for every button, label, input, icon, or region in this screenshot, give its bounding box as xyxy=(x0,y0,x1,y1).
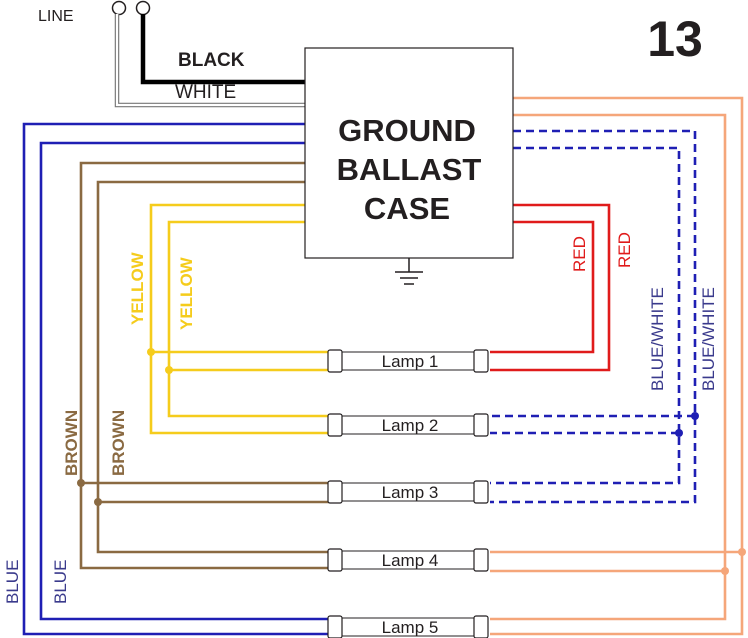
line-terminal-white xyxy=(111,0,127,16)
lamp-label: Lamp 3 xyxy=(382,483,439,502)
line-label: LINE xyxy=(38,8,74,25)
orange-junction-2 xyxy=(721,567,729,575)
yellow-junction-1 xyxy=(147,348,155,356)
black-label: BLACK xyxy=(178,50,245,71)
blue-white-wire-inner xyxy=(490,146,681,485)
ballast-line-3: CASE xyxy=(364,191,450,226)
lamp-3: Lamp 3 xyxy=(327,480,489,504)
yellow-label-2: YELLOW xyxy=(177,256,196,330)
diagram-number: 13 xyxy=(647,11,703,67)
blue-wire-outer xyxy=(22,122,330,636)
lamp-right-cap xyxy=(473,615,489,638)
red-label-1: RED xyxy=(570,236,589,272)
blue-wire-inner xyxy=(39,141,330,621)
orange-junction-1 xyxy=(738,548,746,556)
lamp-4: Lamp 4 xyxy=(327,548,489,572)
brown-junction-2 xyxy=(94,498,102,506)
lamp-label: Lamp 5 xyxy=(382,618,439,637)
lamp-left-cap xyxy=(327,615,343,638)
orange-wire-inner xyxy=(490,113,727,621)
white-label: WHITE xyxy=(175,82,236,103)
lamp-1: Lamp 1 xyxy=(327,349,489,373)
lamp-5: Lamp 5 xyxy=(327,615,489,638)
blue-label-2: BLUE xyxy=(51,560,70,604)
brown-junction-1 xyxy=(77,479,85,487)
brown-label-1: BROWN xyxy=(62,410,81,476)
lamp-left-cap xyxy=(327,548,343,572)
line-terminal-black xyxy=(135,0,151,16)
ground-symbol-icon xyxy=(395,258,423,285)
ballast-line-2: BALLAST xyxy=(337,152,482,187)
yellow-wire-inner xyxy=(167,220,330,418)
lamp-2: Lamp 2 xyxy=(327,413,489,437)
lamp-right-cap xyxy=(473,548,489,572)
blue-label-1: BLUE xyxy=(3,560,22,604)
lamp-label: Lamp 4 xyxy=(382,551,439,570)
lamp-right-cap xyxy=(473,480,489,504)
lamp-label: Lamp 2 xyxy=(382,416,439,435)
blue-white-label-1: BLUE/WHITE xyxy=(648,287,667,391)
lamp-label: Lamp 1 xyxy=(382,352,439,371)
lamp-right-cap xyxy=(473,349,489,373)
ballast-line-1: GROUND xyxy=(338,113,476,148)
blue-white-wire-outer xyxy=(490,129,697,504)
blue-white-junction-2 xyxy=(675,429,683,437)
blue-white-junction-1 xyxy=(691,412,699,420)
red-wire-outer xyxy=(490,203,611,372)
brown-wire-inner xyxy=(96,180,330,554)
yellow-label-1: YELLOW xyxy=(128,251,147,325)
blue-white-label-2: BLUE/WHITE xyxy=(699,287,718,391)
ballast-case xyxy=(304,47,514,259)
lamp-right-cap xyxy=(473,413,489,437)
black-wire xyxy=(140,14,305,85)
red-label-2: RED xyxy=(615,232,634,268)
lamp-left-cap xyxy=(327,349,343,373)
yellow-junction-2 xyxy=(165,366,173,374)
brown-label-2: BROWN xyxy=(109,410,128,476)
yellow-wire-outer xyxy=(149,203,330,435)
lamp-left-cap xyxy=(327,413,343,437)
brown-wire-outer xyxy=(79,161,330,570)
red-wire-inner xyxy=(490,220,595,354)
orange-wire-outer xyxy=(490,96,744,636)
lamp-left-cap xyxy=(327,480,343,504)
